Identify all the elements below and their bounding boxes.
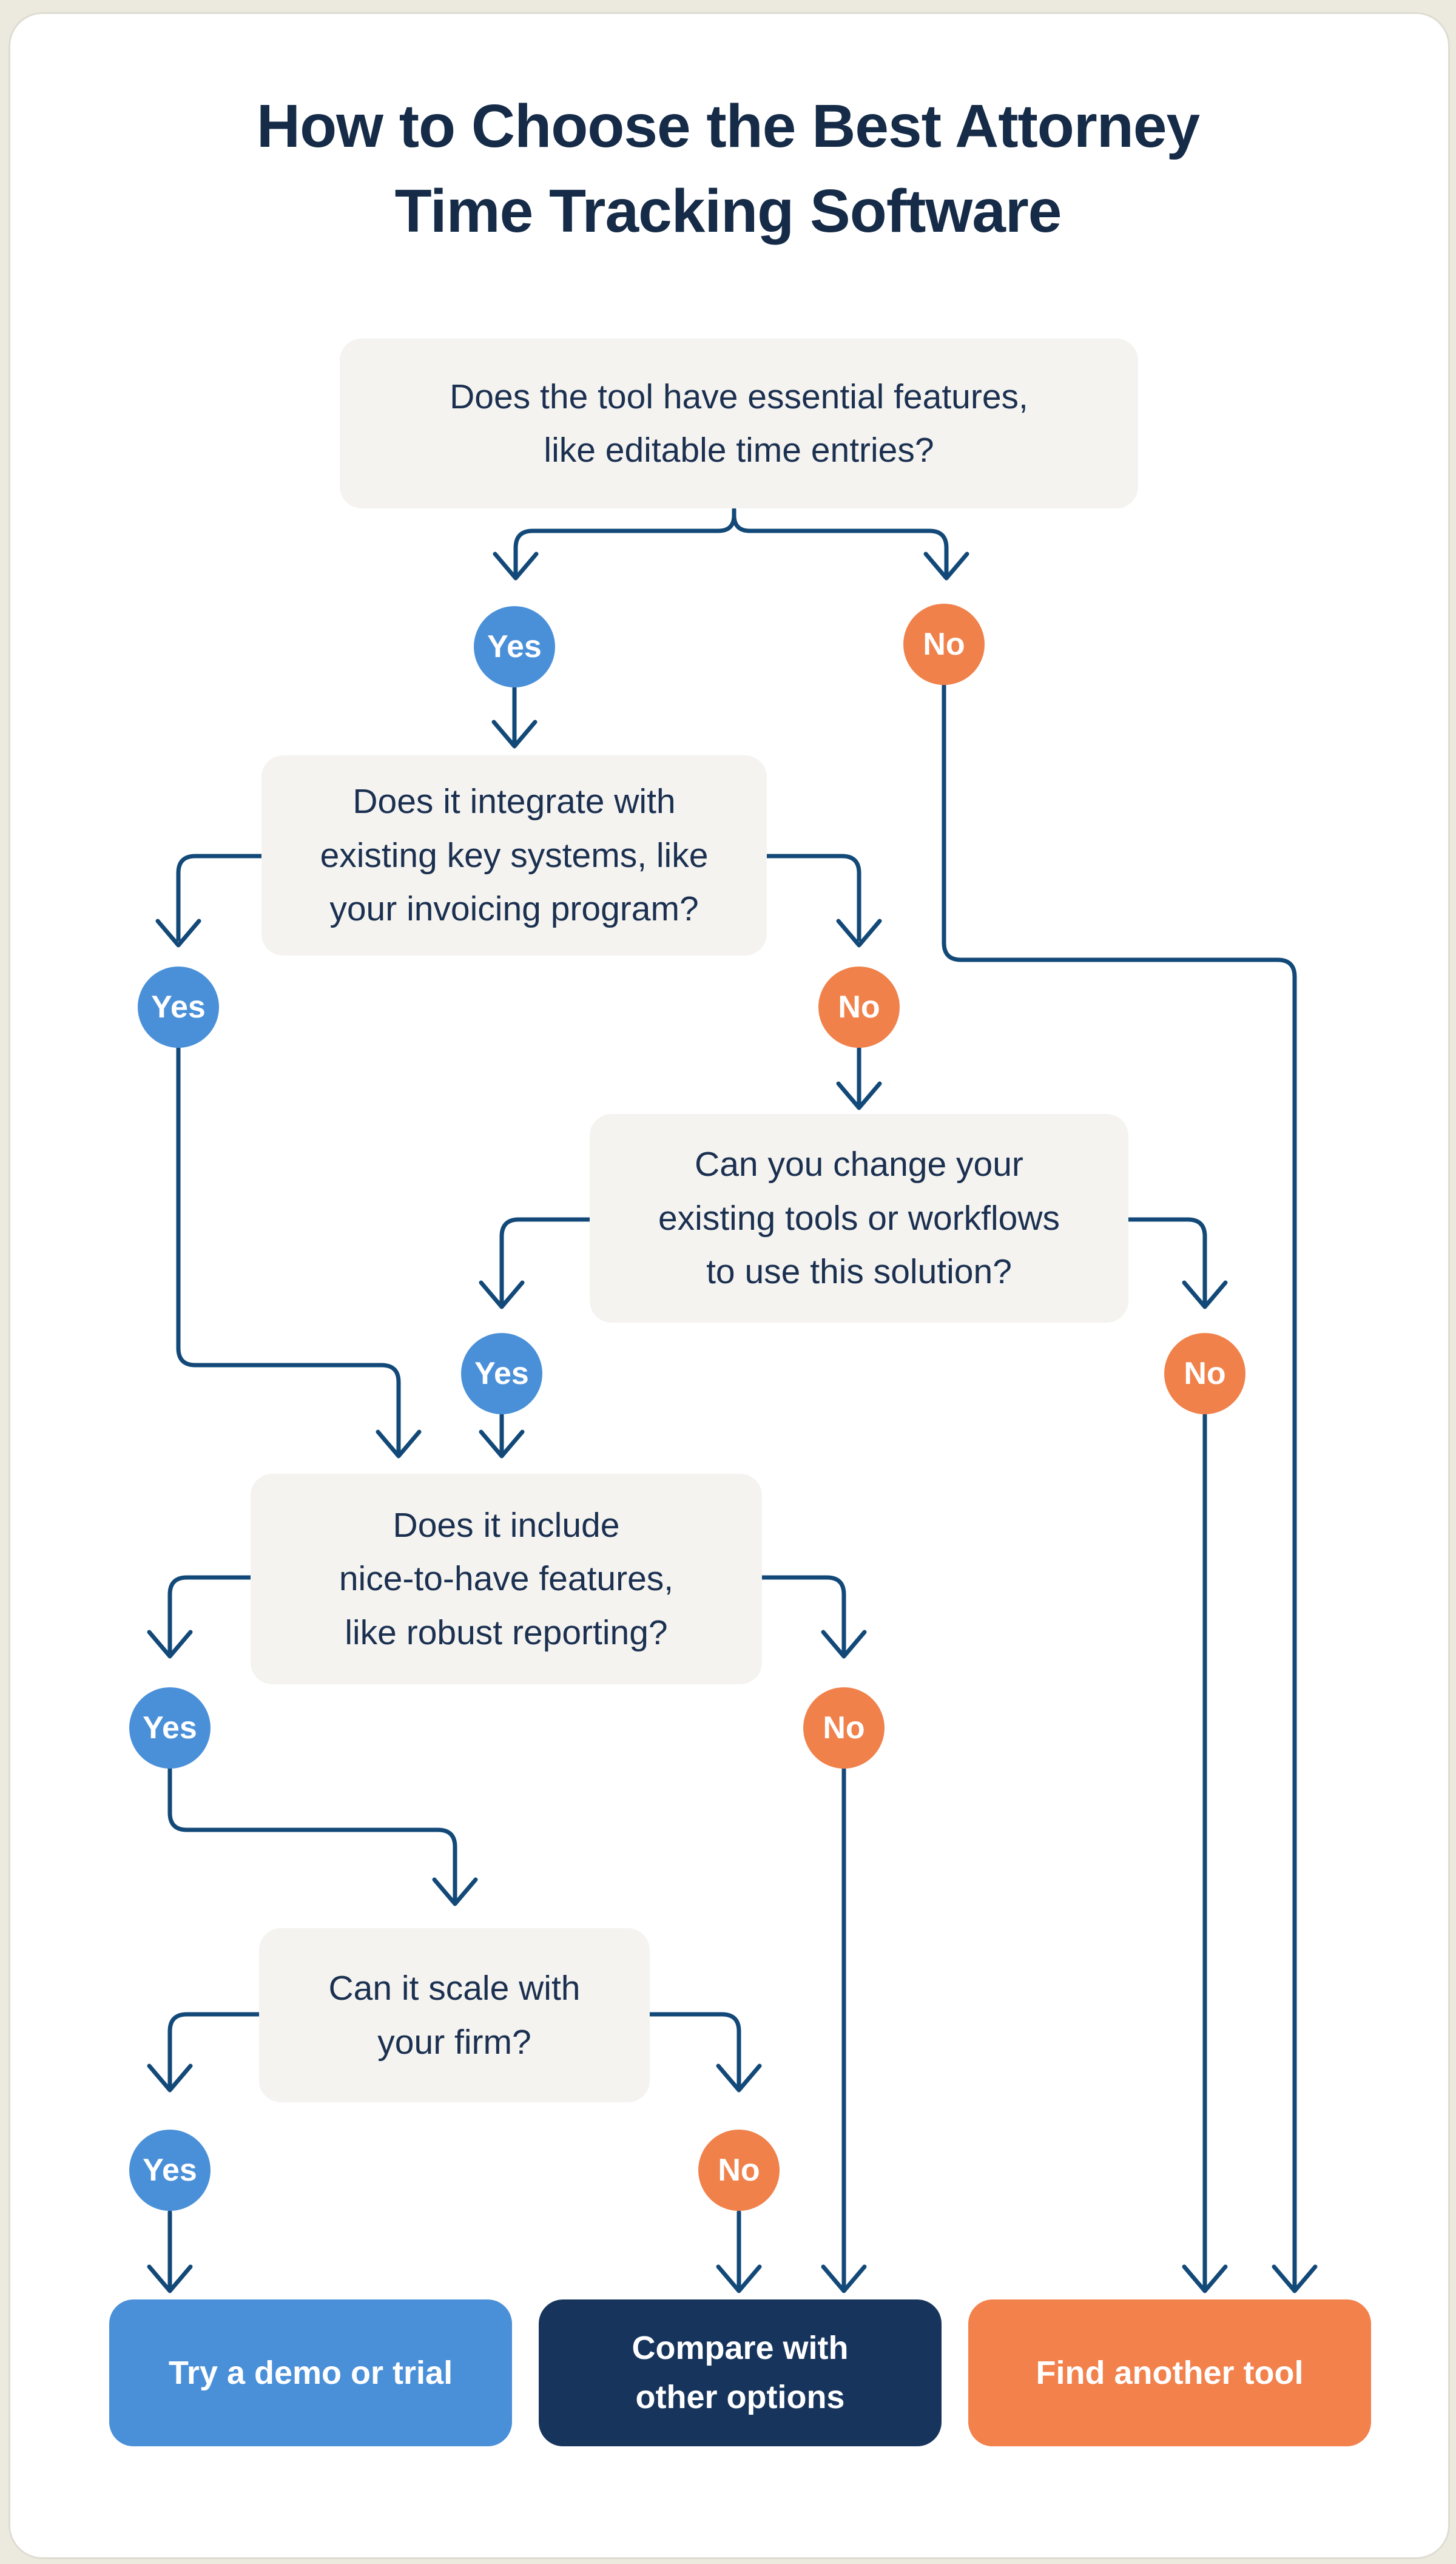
question-box-scale: Can it scale with your firm? [259, 1928, 650, 2102]
connector-q2-to-yes2 [176, 854, 264, 942]
arrowhead [479, 1429, 525, 1459]
no-badge-4: No [803, 1687, 885, 1769]
arrowhead [1272, 2264, 1318, 2293]
connector-q4-to-yes4 [167, 1575, 253, 1654]
arrowhead [376, 1429, 422, 1459]
arrowhead [147, 2264, 193, 2293]
connector-no1-to-find-another [942, 683, 1297, 2289]
arrowhead [1182, 1280, 1228, 1309]
connector-q4-to-no4 [760, 1575, 846, 1654]
connector-yes4-to-q5 [167, 1767, 457, 1901]
yes-badge-2: Yes [138, 967, 219, 1048]
arrowhead [716, 2063, 762, 2093]
page-title: How to Choose the Best Attorney Time Tra… [256, 92, 1200, 245]
yes-badge-5: Yes [129, 2130, 211, 2211]
arrowhead [491, 720, 538, 749]
arrowhead [836, 919, 882, 948]
connector-q5-to-yes5 [167, 2012, 261, 2088]
no-badge-1: No [903, 604, 985, 685]
result-compare-options: Compare with other options [539, 2299, 942, 2446]
arrowhead [836, 1081, 882, 1110]
arrowhead [821, 1630, 867, 1659]
arrowhead [479, 1280, 525, 1309]
arrowhead [432, 1877, 478, 1906]
result-find-another: Find another tool [968, 2299, 1371, 2446]
connector-q1-to-no1 [732, 507, 949, 576]
yes-badge-1: Yes [474, 606, 555, 687]
no-badge-2: No [818, 967, 900, 1048]
arrowhead [923, 552, 969, 581]
connector-q1-to-yes1 [513, 507, 736, 576]
arrowhead [147, 2063, 193, 2093]
no-badge-3: No [1164, 1333, 1245, 1414]
arrowhead [147, 1630, 193, 1659]
arrowhead [155, 919, 201, 948]
connector-yes2-to-q4 [176, 1046, 401, 1454]
connector-q5-to-no5 [647, 2012, 741, 2088]
connector-q3-to-no3 [1126, 1217, 1207, 1304]
connector-q2-to-no2 [764, 854, 861, 942]
arrowhead [716, 2264, 762, 2293]
no-badge-5: No [698, 2130, 780, 2211]
yes-badge-3: Yes [461, 1333, 542, 1414]
question-box-nice-to-have: Does it include nice-to-have features, l… [251, 1474, 762, 1684]
question-box-integration: Does it integrate with existing key syst… [261, 755, 767, 956]
question-box-essential-features: Does the tool have essential features, l… [340, 339, 1138, 508]
connector-q3-to-yes3 [499, 1217, 592, 1304]
question-box-change-workflows: Can you change your existing tools or wo… [590, 1114, 1128, 1323]
arrowhead [493, 552, 539, 581]
yes-badge-4: Yes [129, 1687, 211, 1769]
arrowhead [1182, 2264, 1228, 2293]
result-try-demo: Try a demo or trial [109, 2299, 512, 2446]
arrowhead [821, 2264, 867, 2293]
